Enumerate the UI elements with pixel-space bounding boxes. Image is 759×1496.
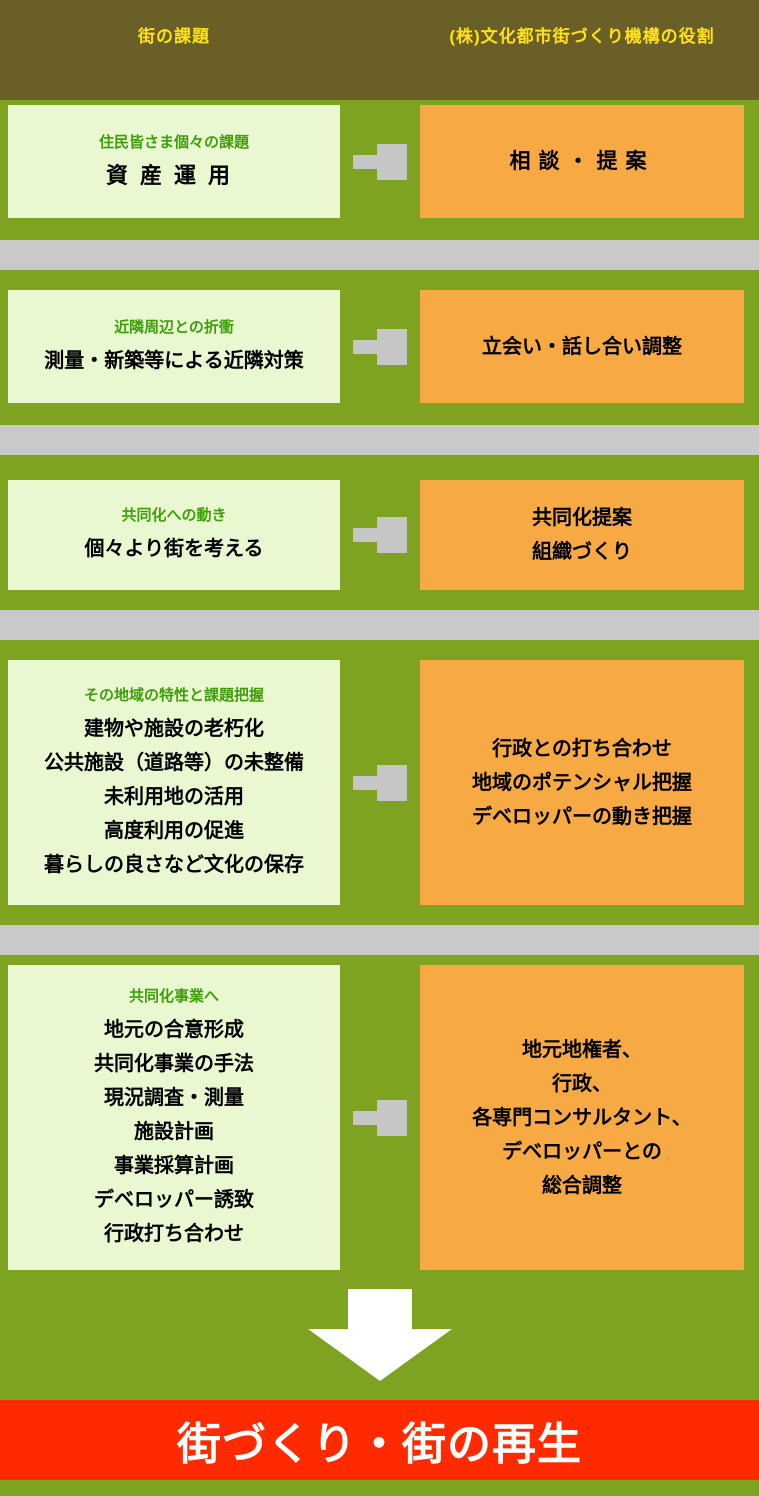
issue-line: 暮らしの良さなど文化の保存 bbox=[44, 853, 304, 876]
right-connector-icon bbox=[353, 1099, 407, 1136]
role-box-5: 地元地権者、 行政、 各専門コンサルタント、 デベロッパーとの 総合調整 bbox=[420, 965, 744, 1270]
role-line: 立会い・話し合い調整 bbox=[482, 335, 682, 358]
separator-band bbox=[0, 240, 759, 270]
role-line: 行政、 bbox=[552, 1072, 612, 1095]
arrow-zone bbox=[0, 1270, 759, 1400]
result-banner: 街づくり・街の再生 bbox=[0, 1400, 759, 1480]
issue-heading: 共同化への動き bbox=[121, 507, 227, 524]
role-line: 地域のポテンシャル把握 bbox=[472, 771, 692, 794]
issue-box-4: その地域の特性と課題把握 建物や施設の老朽化 公共施設（道路等）の未整備 未利用… bbox=[8, 660, 340, 905]
spacer bbox=[0, 403, 759, 425]
issue-line: 現況調査・測量 bbox=[104, 1086, 244, 1109]
issue-line: 高度利用の促進 bbox=[104, 819, 244, 842]
flow-row-2: 近隣周辺との折衝 測量・新築等による近隣対策 立会い・話し合い調整 bbox=[0, 290, 759, 403]
connector-zone bbox=[340, 660, 420, 905]
role-line: デベロッパーの動き把握 bbox=[472, 805, 692, 828]
right-connector-icon bbox=[353, 517, 407, 553]
down-arrow-icon bbox=[347, 1289, 412, 1329]
issue-line: 施設計画 bbox=[134, 1120, 214, 1143]
header-band: 街の課題 (株)文化都市街づくり機構の役割 bbox=[0, 0, 759, 100]
issue-heading: 近隣周辺との折衝 bbox=[114, 318, 234, 336]
connector-zone bbox=[340, 480, 420, 590]
issue-line: 行政打ち合わせ bbox=[104, 1222, 244, 1245]
separator-band bbox=[0, 610, 759, 640]
flow-row-5: 共同化事業へ 地元の合意形成 共同化事業の手法 現況調査・測量 施設計画 事業採… bbox=[0, 965, 759, 1270]
flow-row-4: その地域の特性と課題把握 建物や施設の老朽化 公共施設（道路等）の未整備 未利用… bbox=[0, 660, 759, 905]
issue-line: 測量・新築等による近隣対策 bbox=[44, 349, 304, 372]
down-arrow-icon bbox=[307, 1329, 452, 1381]
connector-zone bbox=[340, 290, 420, 403]
right-connector-icon bbox=[353, 143, 407, 180]
role-line: 相談・提案 bbox=[509, 149, 655, 173]
issue-line: 個々より街を考える bbox=[84, 538, 264, 560]
role-box-2: 立会い・話し合い調整 bbox=[420, 290, 744, 403]
issue-line: 地元の合意形成 bbox=[104, 1018, 244, 1041]
role-line: 各専門コンサルタント、 bbox=[472, 1106, 692, 1129]
separator-band bbox=[0, 425, 759, 455]
connector-zone bbox=[340, 965, 420, 1270]
role-line: デベロッパーとの bbox=[502, 1140, 662, 1163]
result-label: 街づくり・街の再生 bbox=[177, 1420, 582, 1469]
role-box-3: 共同化提案 組織づくり bbox=[420, 480, 744, 590]
role-line: 総合調整 bbox=[542, 1174, 622, 1197]
issue-box-3: 共同化への動き 個々より街を考える bbox=[8, 480, 340, 590]
role-box-1: 相談・提案 bbox=[420, 105, 744, 218]
right-connector-icon bbox=[353, 764, 407, 801]
spacer bbox=[0, 218, 759, 240]
spacer bbox=[0, 270, 759, 290]
spacer bbox=[0, 955, 759, 965]
spacer bbox=[0, 590, 759, 610]
issue-heading: その地域の特性と課題把握 bbox=[83, 686, 264, 704]
spacer bbox=[0, 640, 759, 660]
flow-row-3: 共同化への動き 個々より街を考える 共同化提案 組織づくり bbox=[0, 480, 759, 590]
role-line: 組織づくり bbox=[532, 541, 632, 563]
issue-line: 未利用地の活用 bbox=[104, 785, 244, 808]
issue-line: 共同化事業の手法 bbox=[94, 1052, 254, 1075]
spacer bbox=[0, 905, 759, 925]
right-connector-icon bbox=[353, 328, 407, 365]
role-line: 行政との打ち合わせ bbox=[492, 737, 672, 760]
role-box-4: 行政との打ち合わせ 地域のポテンシャル把握 デベロッパーの動き把握 bbox=[420, 660, 744, 905]
issue-line: 公共施設（道路等）の未整備 bbox=[44, 751, 304, 774]
issue-line: 事業採算計画 bbox=[114, 1154, 234, 1177]
spacer bbox=[0, 455, 759, 480]
role-line: 共同化提案 bbox=[532, 507, 632, 529]
flow-row-1: 住民皆さま個々の課題 資産運用 相談・提案 bbox=[0, 105, 759, 218]
separator-band bbox=[0, 925, 759, 955]
issue-heading: 共同化事業へ bbox=[128, 987, 219, 1005]
role-column-title: (株)文化都市街づくり機構の役割 bbox=[449, 27, 715, 46]
issue-heading: 住民皆さま個々の課題 bbox=[98, 133, 249, 151]
issue-box-5: 共同化事業へ 地元の合意形成 共同化事業の手法 現況調査・測量 施設計画 事業採… bbox=[8, 965, 340, 1270]
issue-line: 建物や施設の老朽化 bbox=[84, 717, 264, 740]
issue-line: 資産運用 bbox=[105, 162, 242, 188]
issue-box-1: 住民皆さま個々の課題 資産運用 bbox=[8, 105, 340, 218]
connector-zone bbox=[340, 105, 420, 218]
issues-column-title: 街の課題 bbox=[138, 27, 210, 46]
issue-box-2: 近隣周辺との折衝 測量・新築等による近隣対策 bbox=[8, 290, 340, 403]
issue-line: デベロッパー誘致 bbox=[94, 1188, 254, 1211]
bottom-strip bbox=[0, 1480, 759, 1496]
role-line: 地元地権者、 bbox=[522, 1038, 642, 1061]
